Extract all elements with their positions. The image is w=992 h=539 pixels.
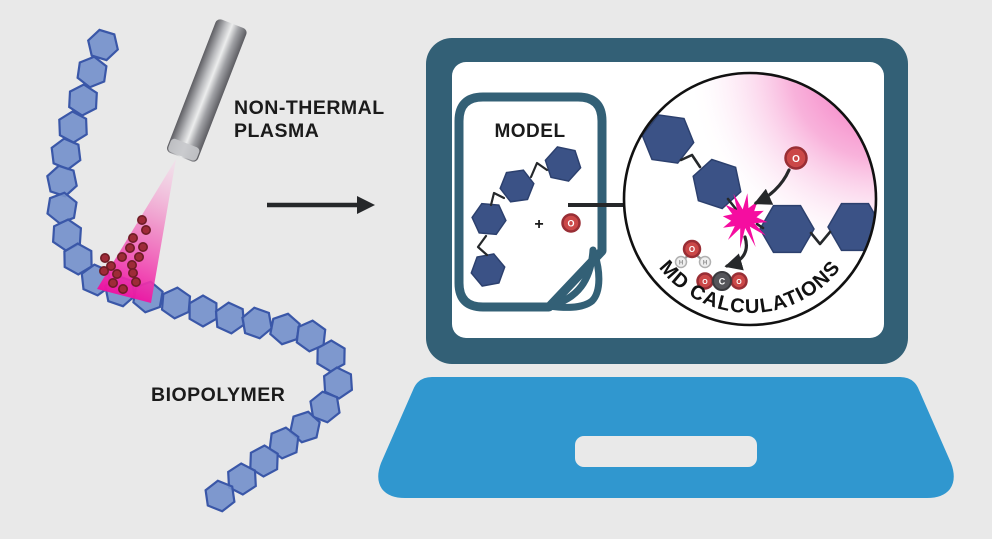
hexagon-unit bbox=[214, 301, 246, 335]
hexagon-unit bbox=[316, 339, 346, 373]
hexagon-unit bbox=[309, 390, 341, 424]
plasma-jet-device: NON-THERMAL PLASMA bbox=[97, 19, 385, 303]
biopolymer-label: BIOPOLYMER bbox=[151, 384, 285, 406]
hexagon-unit bbox=[268, 426, 300, 460]
model-document: MODEL + O bbox=[454, 92, 607, 312]
water-molecule: H H O bbox=[674, 239, 712, 269]
process-arrow bbox=[267, 196, 375, 214]
plasma-label-line1: NON-THERMAL bbox=[234, 97, 385, 119]
hexagon-unit bbox=[544, 146, 582, 182]
carbon-letter: C bbox=[719, 277, 726, 287]
co2-molecule: O O C bbox=[696, 271, 748, 291]
simulation-circle: O H H O bbox=[622, 71, 878, 327]
plasma-particle bbox=[131, 276, 142, 287]
reaction-products-arrow bbox=[724, 235, 748, 271]
document-fold bbox=[545, 246, 603, 311]
plasma-particle bbox=[128, 233, 139, 244]
oxygen-attack-arrow bbox=[753, 168, 791, 205]
laptop: MODEL + O bbox=[378, 38, 954, 498]
carbon-atom bbox=[712, 271, 732, 291]
model-label: MODEL bbox=[494, 121, 565, 142]
plus-sign: + bbox=[534, 216, 543, 233]
plasma-particle bbox=[127, 259, 138, 270]
plasma-particle bbox=[118, 283, 129, 294]
hydrogen-letter: H bbox=[679, 261, 683, 267]
hydrogen-atom bbox=[674, 255, 688, 269]
plasma-particle bbox=[134, 252, 145, 263]
laptop-touchpad bbox=[575, 436, 757, 467]
hydrogen-letter: H bbox=[703, 261, 707, 267]
non-thermal-plasma-label: NON-THERMAL PLASMA bbox=[234, 97, 385, 142]
hexagon-unit bbox=[86, 28, 120, 62]
oxygen-radical-model: O bbox=[561, 213, 581, 233]
hexagon-unit bbox=[160, 286, 192, 320]
hexagon-unit bbox=[692, 158, 742, 210]
oxygen-atom bbox=[682, 239, 702, 259]
plasma-particle bbox=[99, 265, 110, 276]
hexagon-unit bbox=[759, 204, 815, 254]
plasma-particle bbox=[112, 268, 123, 279]
plasma-beam bbox=[97, 159, 176, 303]
hexagon-unit bbox=[249, 444, 279, 478]
simulation-polymer-chain bbox=[641, 114, 875, 254]
hexagon-unit bbox=[470, 253, 506, 287]
hexagon-unit bbox=[269, 312, 301, 346]
oxygen-letter: O bbox=[567, 219, 574, 229]
plasma-particle bbox=[141, 225, 152, 236]
plasma-particle bbox=[106, 260, 117, 271]
plasma-particle bbox=[108, 277, 119, 288]
hexagon-unit bbox=[471, 202, 507, 236]
hexagon-unit bbox=[499, 169, 535, 203]
hexagon-unit bbox=[204, 479, 236, 513]
plasma-particles bbox=[99, 215, 152, 294]
hexagon-unit bbox=[295, 319, 327, 353]
impact-starburst bbox=[722, 193, 768, 249]
hexagon-unit bbox=[63, 242, 93, 276]
hexagon-unit bbox=[227, 462, 257, 496]
oxygen-letter: O bbox=[736, 279, 742, 286]
plasma-particle bbox=[138, 242, 149, 253]
plasma-pen bbox=[167, 19, 247, 162]
hexagon-unit bbox=[188, 294, 218, 328]
plasma-particle bbox=[128, 267, 139, 278]
model-bonds bbox=[476, 161, 549, 257]
plasma-particle bbox=[117, 252, 128, 263]
hexagon-unit bbox=[289, 410, 321, 444]
oxygen-letter: O bbox=[792, 154, 800, 165]
biopolymer-chain bbox=[46, 28, 354, 513]
oxygen-letter: O bbox=[689, 245, 695, 254]
oxygen-radical-simulation: O bbox=[784, 146, 808, 170]
plasma-label-line2: PLASMA bbox=[234, 120, 319, 142]
hexagon-unit bbox=[241, 306, 273, 340]
model-polymer-chain bbox=[470, 146, 582, 287]
plasma-particle bbox=[137, 215, 148, 226]
plasma-particle bbox=[125, 243, 136, 254]
hexagon-unit bbox=[322, 366, 354, 400]
hydrogen-atom bbox=[698, 255, 712, 269]
plasma-particle bbox=[100, 253, 111, 264]
plasma-pen-nozzle bbox=[168, 138, 200, 161]
oxygen-letter: O bbox=[702, 279, 708, 286]
